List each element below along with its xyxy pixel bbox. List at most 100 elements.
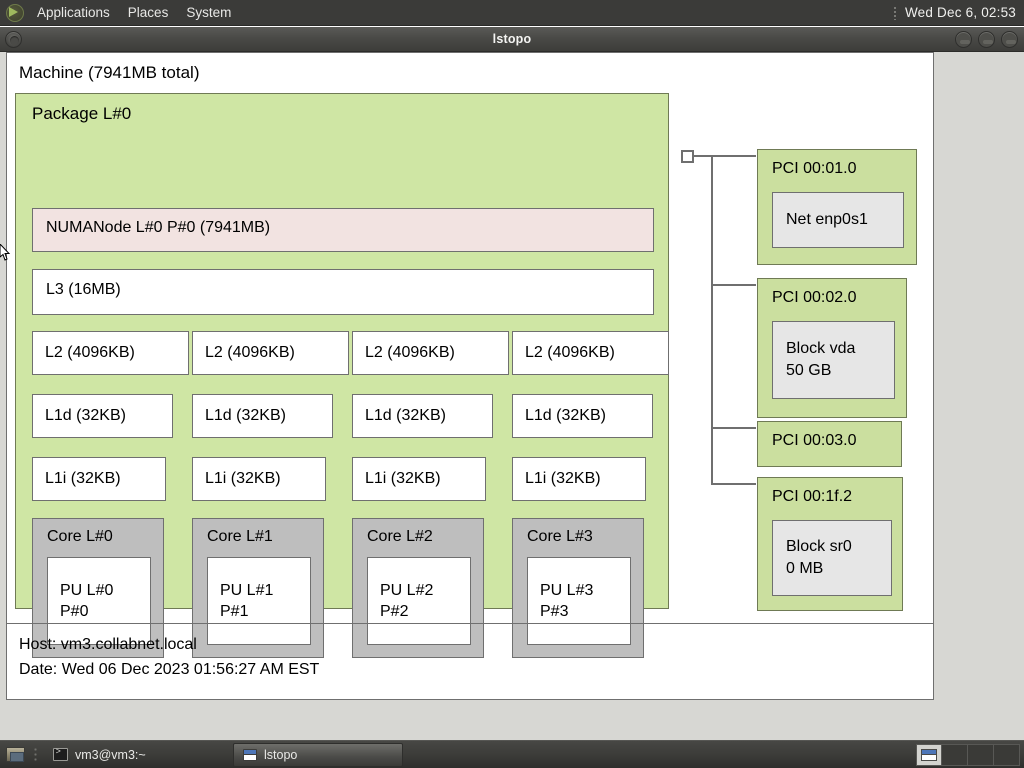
core-box-1[interactable]: Core L#1 PU L#1 P#1 xyxy=(192,518,324,658)
pci-device-label-3-line2: 0 MB xyxy=(786,560,824,577)
window-titlebar[interactable]: lstopo xyxy=(0,27,1024,52)
pu-box-0[interactable]: PU L#0 P#0 xyxy=(47,557,151,645)
pu-box-3[interactable]: PU L#3 P#3 xyxy=(527,557,631,645)
tree-line-trunk xyxy=(711,155,713,485)
pci-label-1: PCI 00:02.0 xyxy=(772,289,857,306)
tree-line-branch-3 xyxy=(711,483,756,485)
pci-box-0[interactable]: PCI 00:01.0 Net enp0s1 xyxy=(757,149,917,265)
window-list-grip[interactable] xyxy=(33,746,38,763)
pu-box-2[interactable]: PU L#2 P#2 xyxy=(367,557,471,645)
l1d-cache-label-3: L1d (32KB) xyxy=(525,407,606,424)
pci-device-label-1-line2: 50 GB xyxy=(786,362,832,379)
tree-line-branch-1 xyxy=(711,284,756,286)
l3-cache-label: L3 (16MB) xyxy=(46,281,121,298)
l1i-cache-label-2: L1i (32KB) xyxy=(365,470,441,487)
core-label-1: Core L#1 xyxy=(207,528,273,545)
pci-device-1[interactable]: Block vda 50 GB xyxy=(772,321,895,399)
menu-system[interactable]: System xyxy=(186,5,232,20)
menu-applications[interactable]: Applications xyxy=(37,5,110,20)
workspace-window-thumb xyxy=(921,748,937,761)
l1i-cache-box-1[interactable]: L1i (32KB) xyxy=(192,457,326,501)
pu-box-1[interactable]: PU L#1 P#1 xyxy=(207,557,311,645)
taskbar-label-lstopo: lstopo xyxy=(264,747,298,762)
pu-label-2-line2: P#2 xyxy=(380,603,409,620)
pu-label-2-line1: PU L#2 xyxy=(380,581,434,599)
pu-label-3-line1: PU L#3 xyxy=(540,581,594,599)
tree-line-branch-2 xyxy=(711,427,756,429)
pci-device-label-3-line1: Block sr0 xyxy=(786,538,852,556)
l1i-cache-box-3[interactable]: L1i (32KB) xyxy=(512,457,646,501)
machine-label: Machine (7941MB total) xyxy=(19,63,200,82)
window-title: lstopo xyxy=(492,32,532,46)
l2-cache-label-1: L2 (4096KB) xyxy=(205,344,295,361)
core-box-3[interactable]: Core L#3 PU L#3 P#3 xyxy=(512,518,644,658)
pci-device-3[interactable]: Block sr0 0 MB xyxy=(772,520,892,596)
window-menu-icon[interactable] xyxy=(5,31,22,48)
clock[interactable]: Wed Dec 6, 02:53 xyxy=(904,5,1016,20)
package-box[interactable]: Package L#0 NUMANode L#0 P#0 (7941MB) L3… xyxy=(15,93,669,658)
tree-line-anchor-stub xyxy=(694,155,756,157)
window-icon xyxy=(243,748,257,761)
pci-box-2[interactable]: PCI 00:03.0 xyxy=(757,421,902,467)
pci-device-label-0-line1: Net enp0s1 xyxy=(786,211,868,229)
workspace-switcher[interactable] xyxy=(916,743,1020,766)
date-line: Date: Wed 06 Dec 2023 01:56:27 AM EST xyxy=(19,660,320,678)
pci-device-label-1-line1: Block vda xyxy=(786,340,856,358)
numanode-label: NUMANode L#0 P#0 (7941MB) xyxy=(46,219,271,236)
workspace-3[interactable] xyxy=(968,743,994,766)
l3-cache-box[interactable]: L3 (16MB) xyxy=(32,269,654,315)
maximize-button[interactable] xyxy=(978,31,995,48)
l2-cache-box-1[interactable]: L2 (4096KB) xyxy=(192,331,349,375)
core-box-2[interactable]: Core L#2 PU L#2 P#2 xyxy=(352,518,484,658)
minimize-button[interactable] xyxy=(955,31,972,48)
l1i-cache-box-0[interactable]: L1i (32KB) xyxy=(32,457,166,501)
l1i-cache-box-2[interactable]: L1i (32KB) xyxy=(352,457,486,501)
pci-device-0[interactable]: Net enp0s1 xyxy=(772,192,904,248)
pu-label-0-line1: PU L#0 xyxy=(60,581,114,599)
pu-label-1-line1: PU L#1 xyxy=(220,581,274,599)
footer-info: Host: vm3.collabnet.local Date: Wed 06 D… xyxy=(19,633,319,683)
window-controls xyxy=(955,31,1018,48)
core-label-2: Core L#2 xyxy=(367,528,433,545)
pci-box-3[interactable]: PCI 00:1f.2 Block sr0 0 MB xyxy=(757,477,903,611)
host-line: Host: vm3.collabnet.local xyxy=(19,636,197,653)
pci-label-0: PCI 00:01.0 xyxy=(772,160,857,177)
l1d-cache-label-1: L1d (32KB) xyxy=(205,407,286,424)
taskbar-item-lstopo[interactable]: lstopo xyxy=(233,742,403,767)
l1d-cache-label-0: L1d (32KB) xyxy=(45,407,126,424)
l1d-cache-box-3[interactable]: L1d (32KB) xyxy=(512,394,653,438)
workspace-4[interactable] xyxy=(994,743,1020,766)
pci-box-1[interactable]: PCI 00:02.0 Block vda 50 GB xyxy=(757,278,907,418)
pu-label-1-line2: P#1 xyxy=(220,603,249,620)
taskbar-item-terminal[interactable]: vm3@vm3:~ xyxy=(43,743,233,767)
panel-grip-handle[interactable] xyxy=(892,5,897,20)
gnome-foot-icon[interactable] xyxy=(4,2,26,24)
footer-divider xyxy=(7,623,933,624)
l2-cache-box-3[interactable]: L2 (4096KB) xyxy=(512,331,669,375)
topology-diagram: Machine (7941MB total) Package L#0 NUMAN… xyxy=(6,52,934,700)
bottom-panel: vm3@vm3:~ lstopo xyxy=(0,740,1024,768)
show-desktop-icon[interactable] xyxy=(2,742,28,768)
l1i-cache-label-0: L1i (32KB) xyxy=(45,470,121,487)
core-label-0: Core L#0 xyxy=(47,528,113,545)
l2-cache-label-3: L2 (4096KB) xyxy=(525,344,615,361)
l1d-cache-box-1[interactable]: L1d (32KB) xyxy=(192,394,333,438)
pci-tree-anchor[interactable] xyxy=(681,150,694,163)
top-panel: Applications Places System Wed Dec 6, 02… xyxy=(0,0,1024,26)
l2-cache-label-0: L2 (4096KB) xyxy=(45,344,135,361)
workspace-1[interactable] xyxy=(916,743,942,766)
core-label-3: Core L#3 xyxy=(527,528,593,545)
l1d-cache-box-0[interactable]: L1d (32KB) xyxy=(32,394,173,438)
pci-label-3: PCI 00:1f.2 xyxy=(772,488,853,505)
numanode-box[interactable]: NUMANode L#0 P#0 (7941MB) xyxy=(32,208,654,252)
menu-places[interactable]: Places xyxy=(127,5,169,20)
close-button[interactable] xyxy=(1001,31,1018,48)
core-box-0[interactable]: Core L#0 PU L#0 P#0 xyxy=(32,518,164,658)
l2-cache-box-2[interactable]: L2 (4096KB) xyxy=(352,331,509,375)
pu-label-3-line2: P#3 xyxy=(540,603,569,620)
l1i-cache-label-1: L1i (32KB) xyxy=(205,470,281,487)
l1d-cache-box-2[interactable]: L1d (32KB) xyxy=(352,394,493,438)
lstopo-window: lstopo Machine (7941MB total) Package L#… xyxy=(0,27,1024,740)
workspace-2[interactable] xyxy=(942,743,968,766)
l2-cache-box-0[interactable]: L2 (4096KB) xyxy=(32,331,189,375)
